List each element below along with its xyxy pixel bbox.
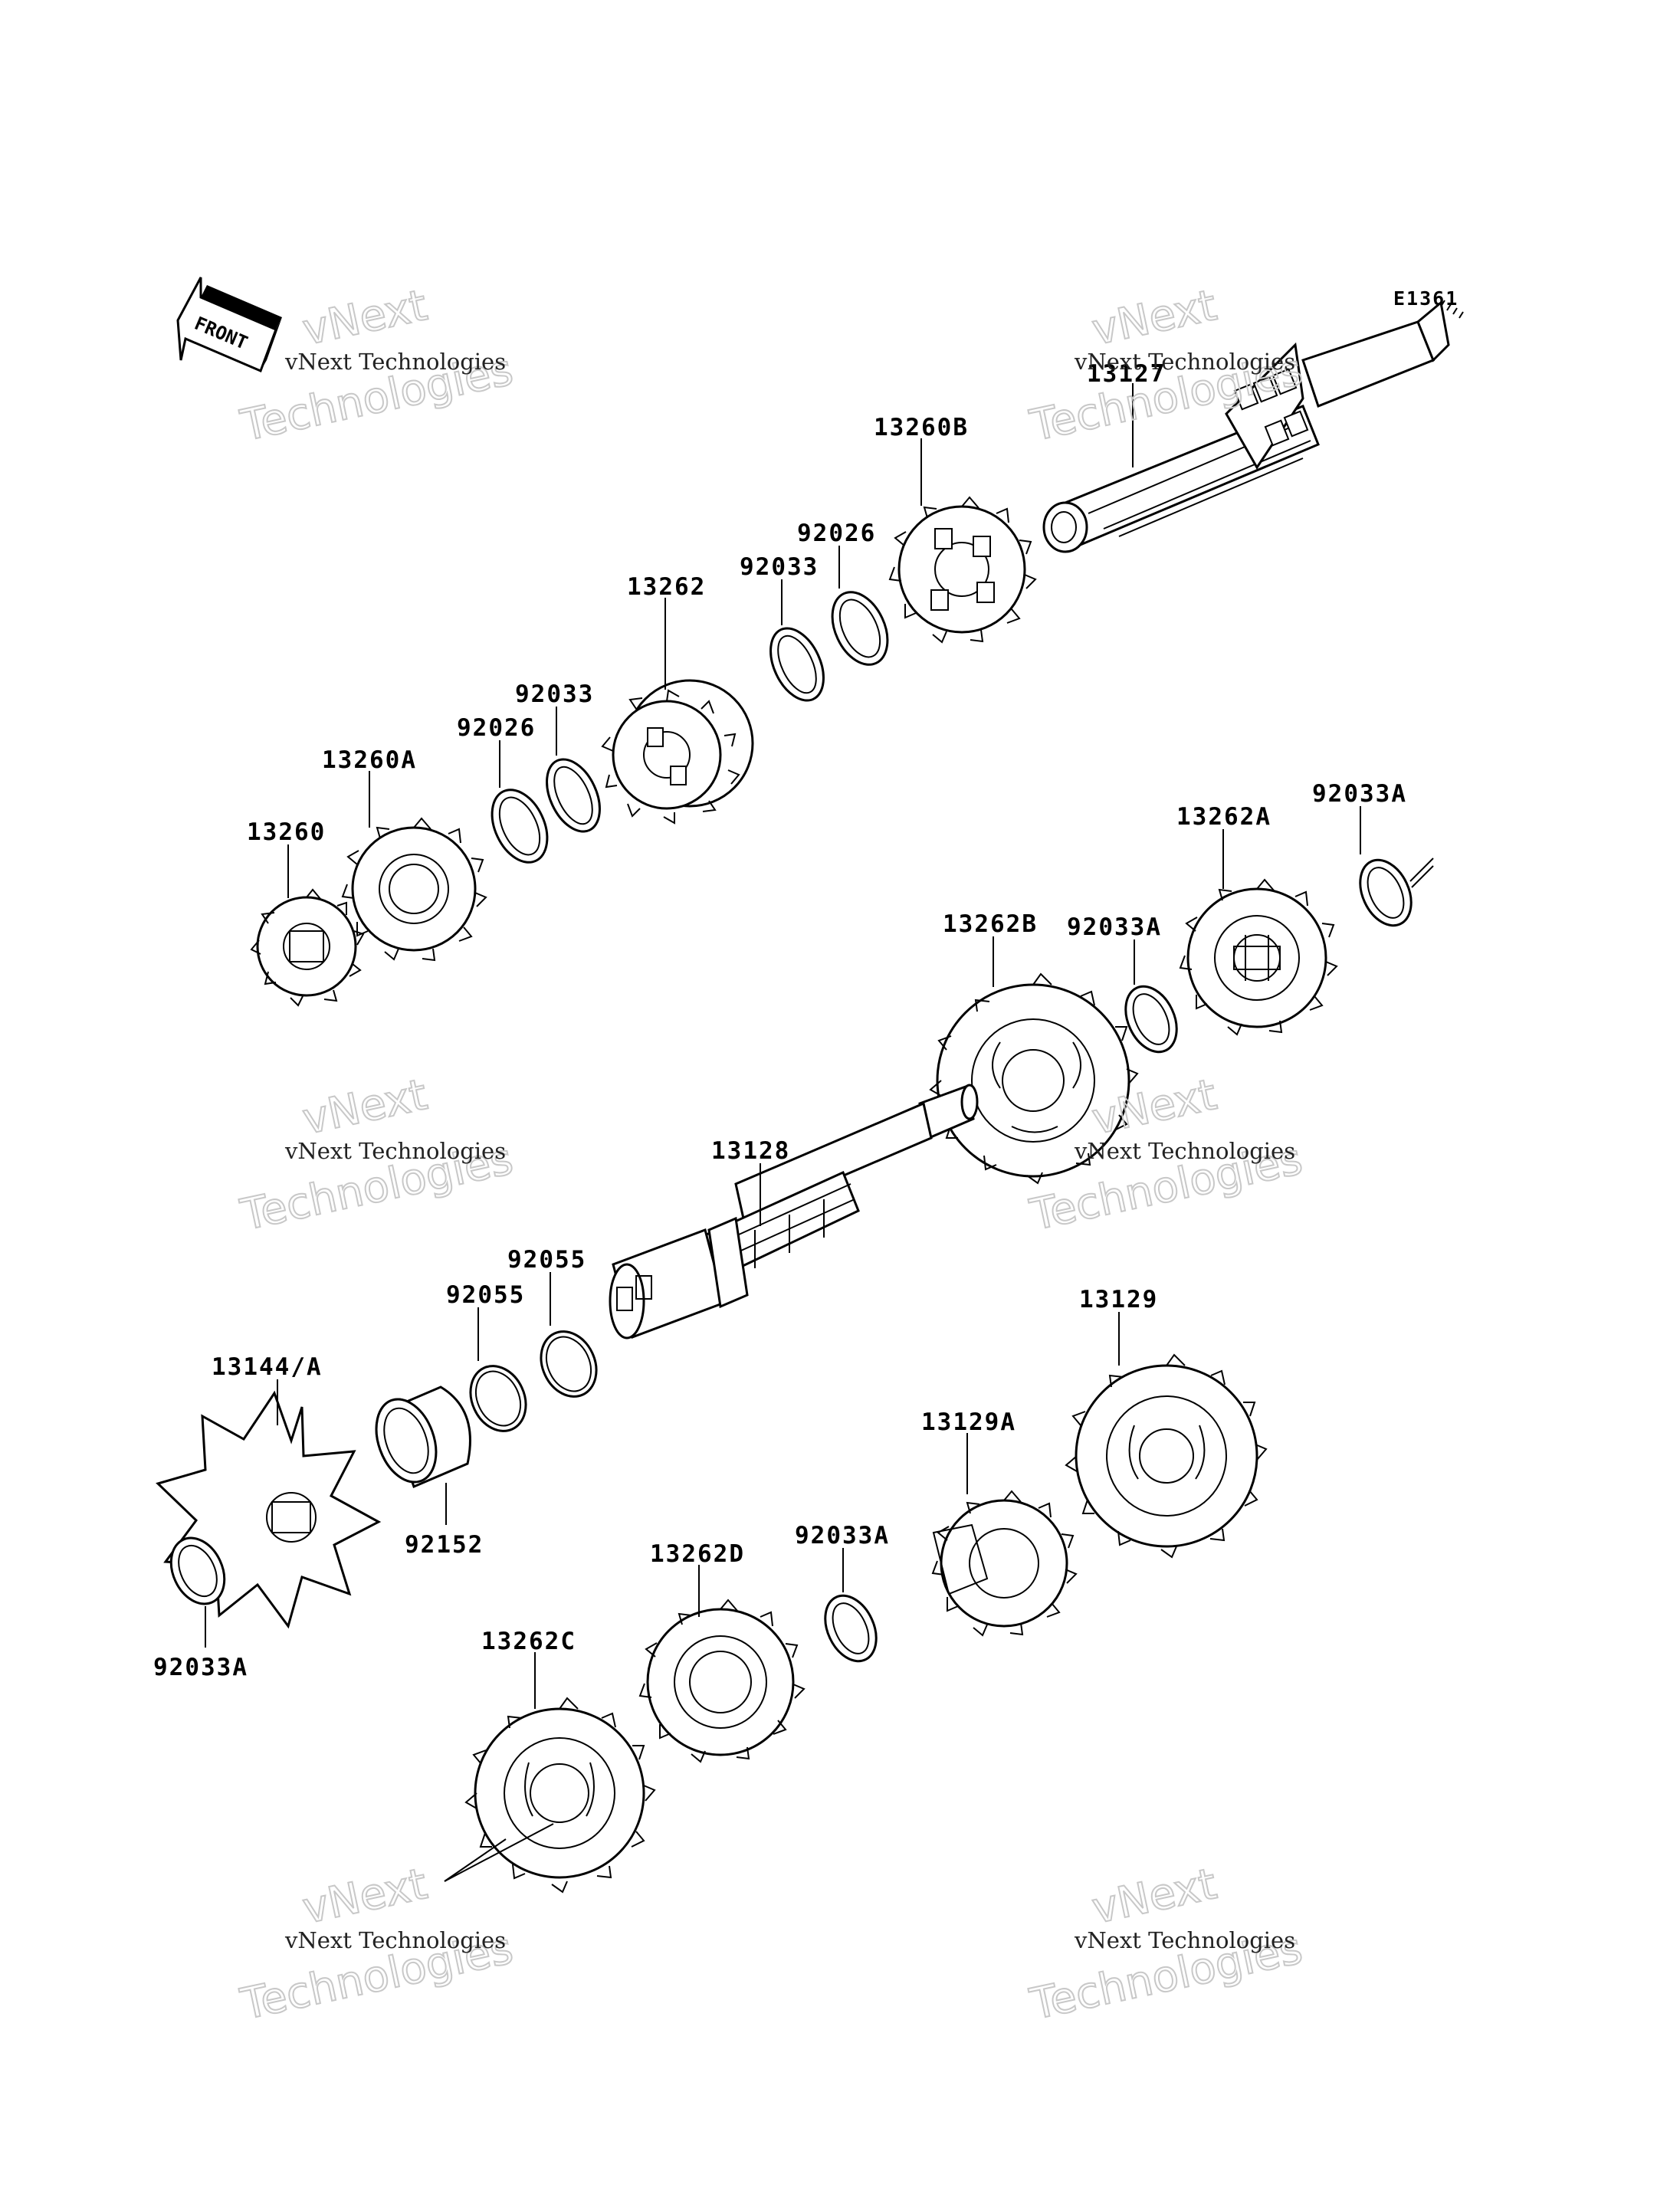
circlip-92033-upper xyxy=(769,627,825,702)
circlip-92033A-right xyxy=(1359,858,1413,927)
label-92033A-left: 92033A xyxy=(153,1654,248,1681)
svg-text:vNext Technologies: vNext Technologies xyxy=(1074,349,1295,375)
circlip-92033-lower xyxy=(546,758,601,833)
label-13129A: 13129A xyxy=(921,1408,1016,1436)
label-13144A: 13144/A xyxy=(212,1353,323,1381)
label-13260B: 13260B xyxy=(874,414,969,441)
watermark-3: vNext Technologies vNext Technologies xyxy=(235,1069,517,1241)
svg-text:vNext Technologies: vNext Technologies xyxy=(284,349,506,375)
svg-text:vNext: vNext xyxy=(1088,1859,1221,1934)
label-92033A-middle: 92033A xyxy=(1067,913,1162,941)
collar-92152 xyxy=(375,1385,471,1489)
label-92033A-right: 92033A xyxy=(1312,780,1407,808)
sprocket-13144A xyxy=(156,1390,382,1629)
svg-text:vNext: vNext xyxy=(298,1859,431,1934)
label-13128: 13128 xyxy=(711,1137,790,1165)
oring-92055-right xyxy=(540,1330,598,1398)
svg-text:vNext: vNext xyxy=(298,1070,431,1145)
label-92033-upper: 92033 xyxy=(740,553,819,581)
circlip-92033A-lower xyxy=(824,1594,878,1663)
washer-92026-lower xyxy=(491,789,549,864)
label-92033-lower: 92033 xyxy=(515,680,594,708)
gear-13262C xyxy=(464,1697,656,1894)
label-13262C: 13262C xyxy=(481,1628,576,1655)
label-92033A-lower: 92033A xyxy=(795,1522,890,1549)
svg-text:vNext Technologies: vNext Technologies xyxy=(1074,1927,1295,1953)
shaft-13127 xyxy=(1042,300,1464,553)
watermark-5: vNext Technologies vNext Technologies xyxy=(235,1858,517,2031)
label-13262A: 13262A xyxy=(1176,803,1271,831)
svg-text:vNext: vNext xyxy=(1088,280,1221,356)
gear-13260A xyxy=(341,817,487,962)
label-92055-right: 92055 xyxy=(507,1246,586,1274)
gear-13262D xyxy=(638,1599,806,1763)
watermark-1: vNext Technologies vNext Technologies xyxy=(235,280,517,452)
washer-92026-upper xyxy=(831,591,889,666)
label-13127: 13127 xyxy=(1087,360,1166,388)
label-13129: 13129 xyxy=(1079,1286,1158,1313)
gear-13260 xyxy=(250,888,365,1007)
oring-92055-left xyxy=(469,1365,527,1432)
front-arrow-icon: FRONT xyxy=(176,277,282,373)
watermark-6: vNext Technologies vNext Technologies xyxy=(1025,1858,1307,2031)
label-13262B: 13262B xyxy=(943,910,1038,938)
gear-13262 xyxy=(601,679,754,825)
label-92152: 92152 xyxy=(405,1531,484,1559)
svg-text:vNext: vNext xyxy=(298,280,431,356)
shaft-13128 xyxy=(609,1084,979,1340)
svg-text:vNext Technologies: vNext Technologies xyxy=(284,1927,506,1953)
label-92055-left: 92055 xyxy=(446,1281,525,1309)
label-13262D: 13262D xyxy=(650,1540,745,1568)
svg-text:vNext Technologies: vNext Technologies xyxy=(284,1138,506,1164)
circlip-92033A-middle xyxy=(1124,985,1178,1054)
label-92026-lower: 92026 xyxy=(457,714,536,742)
gear-13129 xyxy=(1065,1353,1268,1559)
label-92026-upper: 92026 xyxy=(797,520,876,547)
label-13260: 13260 xyxy=(247,818,326,846)
gear-13262A xyxy=(1179,878,1338,1036)
gear-13262B xyxy=(929,972,1139,1185)
gear-13129A xyxy=(931,1490,1078,1637)
label-13260A: 13260A xyxy=(322,746,417,774)
gear-13260B xyxy=(888,496,1037,644)
reference-code: E1361 xyxy=(1393,287,1459,310)
circlip-92033A-left xyxy=(169,1536,226,1605)
label-13262: 13262 xyxy=(627,573,706,601)
svg-text:vNext Technologies: vNext Technologies xyxy=(1074,1138,1295,1164)
